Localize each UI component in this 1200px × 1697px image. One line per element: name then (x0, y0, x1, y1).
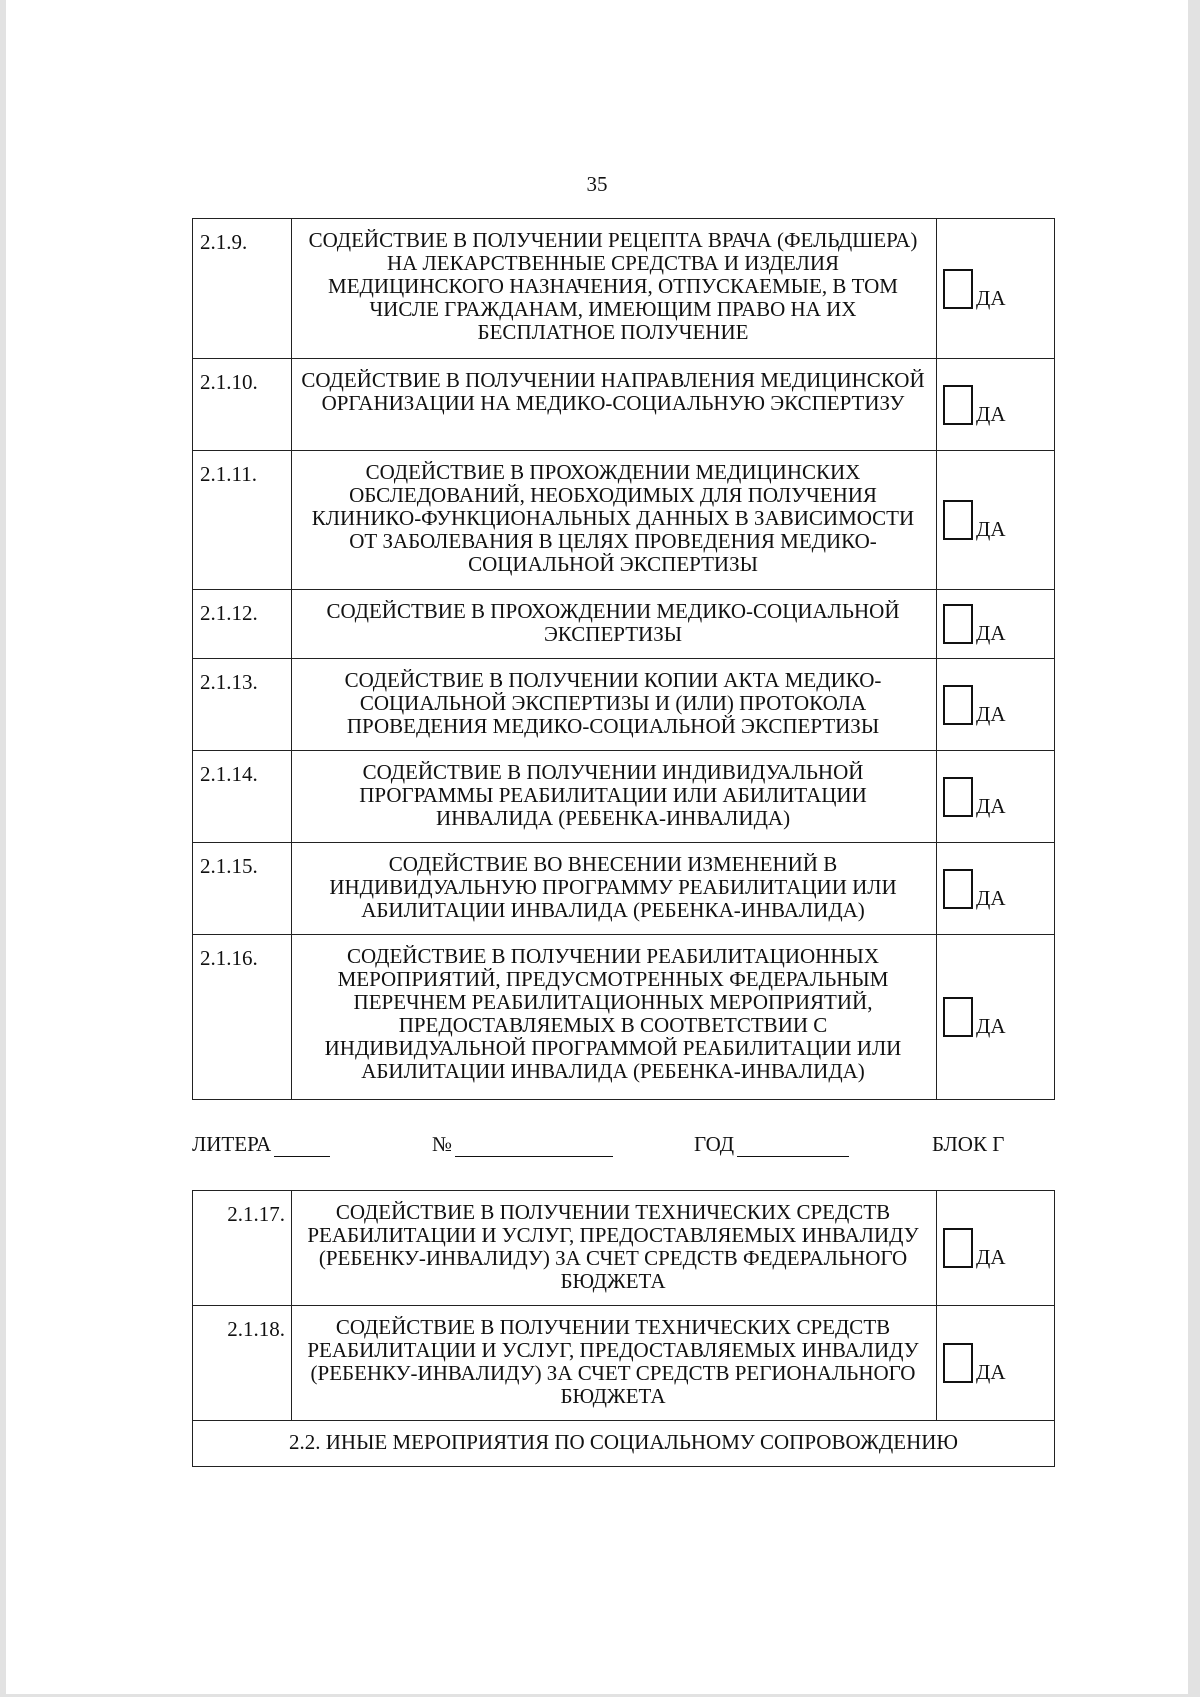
document-page: 35 2.1.9.СОДЕЙСТВИЕ В ПОЛУЧЕНИИ РЕЦЕПТА … (6, 0, 1188, 1694)
row-answer: ДА (936, 1305, 1055, 1421)
row-description: СОДЕЙСТВИЕ ВО ВНЕСЕНИИ ИЗМЕНЕНИЙ В ИНДИВ… (291, 842, 937, 935)
yes-label: ДА (976, 885, 1006, 910)
litera-label: ЛИТЕРА (192, 1132, 272, 1156)
row-answer: ДА (936, 218, 1055, 359)
row-number: 2.1.9. (192, 218, 292, 359)
row-description: СОДЕЙСТВИЕ В ПОЛУЧЕНИИ РЕЦЕПТА ВРАЧА (ФЕ… (291, 218, 937, 359)
yes-label: ДА (976, 1014, 1006, 1038)
page-number: 35 (586, 172, 608, 196)
yes-label: ДА (976, 401, 1006, 426)
yes-option[interactable]: ДА (943, 1343, 1054, 1383)
row-description: СОДЕЙСТВИЕ В ПОЛУЧЕНИИ КОПИИ АКТА МЕДИКО… (291, 658, 937, 751)
yes-option[interactable]: ДА (943, 1228, 1054, 1268)
table-row: 2.1.16.СОДЕЙСТВИЕ В ПОЛУЧЕНИИ РЕАБИЛИТАЦ… (192, 934, 1055, 1100)
table-row: 2.1.17.СОДЕЙСТВИЕ В ПОЛУЧЕНИИ ТЕХНИЧЕСКИ… (192, 1190, 1055, 1306)
number-field: № (432, 1132, 614, 1157)
row-number: 2.1.16. (192, 934, 292, 1100)
section-row: 2.2. ИНЫЕ МЕРОПРИЯТИЯ ПО СОЦИАЛЬНОМУ СОП… (192, 1420, 1055, 1467)
row-number: 2.1.17. (192, 1190, 292, 1306)
row-answer: ДА (936, 750, 1055, 843)
yes-option[interactable]: ДА (943, 997, 1054, 1037)
yes-checkbox[interactable] (943, 776, 973, 817)
yes-option[interactable]: ДА (943, 684, 1054, 726)
number-label: № (432, 1132, 453, 1156)
yes-option[interactable]: ДА (943, 500, 1054, 540)
yes-option[interactable]: ДА (943, 268, 1054, 310)
row-number: 2.1.11. (192, 450, 292, 590)
services-table-2-body: 2.1.17.СОДЕЙСТВИЕ В ПОЛУЧЕНИИ ТЕХНИЧЕСКИ… (192, 1190, 1055, 1421)
row-description: СОДЕЙСТВИЕ В ПРОХОЖДЕНИИ МЕДИЦИНСКИХ ОБС… (291, 450, 937, 590)
yes-checkbox[interactable] (943, 604, 973, 644)
yes-checkbox[interactable] (943, 997, 973, 1037)
table-row: 2.1.12.СОДЕЙСТВИЕ В ПРОХОЖДЕНИИ МЕДИКО-С… (192, 589, 1055, 659)
yes-checkbox[interactable] (943, 500, 973, 540)
section-heading: 2.2. ИНЫЕ МЕРОПРИЯТИЯ ПО СОЦИАЛЬНОМУ СОП… (192, 1420, 1055, 1467)
yes-label: ДА (976, 1245, 1006, 1269)
block-field: БЛОК Г (932, 1132, 1004, 1157)
number-input[interactable] (455, 1134, 614, 1157)
litera-input[interactable] (274, 1134, 331, 1157)
table-row: 2.1.11.СОДЕЙСТВИЕ В ПРОХОЖДЕНИИ МЕДИЦИНС… (192, 450, 1055, 590)
yes-label: ДА (976, 517, 1006, 541)
table-row: 2.1.13.СОДЕЙСТВИЕ В ПОЛУЧЕНИИ КОПИИ АКТА… (192, 658, 1055, 751)
row-answer: ДА (936, 934, 1055, 1100)
yes-checkbox[interactable] (943, 868, 973, 909)
row-answer: ДА (936, 842, 1055, 935)
row-number: 2.1.13. (192, 658, 292, 751)
row-answer: ДА (936, 358, 1055, 451)
services-table-2: 2.1.17.СОДЕЙСТВИЕ В ПОЛУЧЕНИИ ТЕХНИЧЕСКИ… (192, 1190, 1055, 1467)
table-row: 2.1.15.СОДЕЙСТВИЕ ВО ВНЕСЕНИИ ИЗМЕНЕНИЙ … (192, 842, 1055, 935)
table-row: 2.1.18.СОДЕЙСТВИЕ В ПОЛУЧЕНИИ ТЕХНИЧЕСКИ… (192, 1305, 1055, 1421)
table-row: 2.1.9.СОДЕЙСТВИЕ В ПОЛУЧЕНИИ РЕЦЕПТА ВРА… (192, 218, 1055, 359)
row-number: 2.1.15. (192, 842, 292, 935)
row-answer: ДА (936, 589, 1055, 659)
services-table-body: 2.1.9.СОДЕЙСТВИЕ В ПОЛУЧЕНИИ РЕЦЕПТА ВРА… (192, 218, 1055, 1100)
yes-checkbox[interactable] (943, 684, 973, 725)
block-header: ЛИТЕРА № ГОД БЛОК Г (192, 1132, 1022, 1162)
yes-label: ДА (976, 621, 1006, 645)
row-answer: ДА (936, 1190, 1055, 1306)
block-label: БЛОК Г (932, 1132, 1005, 1156)
yes-checkbox[interactable] (943, 384, 973, 425)
row-answer: ДА (936, 450, 1055, 590)
yes-label: ДА (976, 793, 1006, 818)
row-description: СОДЕЙСТВИЕ В ПОЛУЧЕНИИ ТЕХНИЧЕСКИХ СРЕДС… (291, 1305, 937, 1421)
row-answer: ДА (936, 658, 1055, 751)
yes-label: ДА (976, 1360, 1006, 1384)
yes-label: ДА (976, 285, 1006, 310)
yes-checkbox[interactable] (943, 268, 973, 309)
year-label: ГОД (694, 1132, 735, 1156)
row-number: 2.1.10. (192, 358, 292, 451)
year-field: ГОД (694, 1132, 850, 1157)
yes-option[interactable]: ДА (943, 384, 1054, 426)
row-number: 2.1.12. (192, 589, 292, 659)
yes-option[interactable]: ДА (943, 776, 1054, 818)
litera-field: ЛИТЕРА (192, 1132, 331, 1157)
yes-option[interactable]: ДА (943, 868, 1054, 910)
row-description: СОДЕЙСТВИЕ В ПРОХОЖДЕНИИ МЕДИКО-СОЦИАЛЬН… (291, 589, 937, 659)
yes-checkbox[interactable] (943, 1343, 973, 1383)
row-description: СОДЕЙСТВИЕ В ПОЛУЧЕНИИ НАПРАВЛЕНИЯ МЕДИЦ… (291, 358, 937, 451)
table-row: 2.1.10.СОДЕЙСТВИЕ В ПОЛУЧЕНИИ НАПРАВЛЕНИ… (192, 358, 1055, 451)
table-row: 2.1.14.СОДЕЙСТВИЕ В ПОЛУЧЕНИИ ИНДИВИДУАЛ… (192, 750, 1055, 843)
year-input[interactable] (737, 1134, 850, 1157)
yes-label: ДА (976, 701, 1006, 726)
services-table: 2.1.9.СОДЕЙСТВИЕ В ПОЛУЧЕНИИ РЕЦЕПТА ВРА… (192, 218, 1055, 1100)
row-description: СОДЕЙСТВИЕ В ПОЛУЧЕНИИ РЕАБИЛИТАЦИОННЫХ … (291, 934, 937, 1100)
row-number: 2.1.14. (192, 750, 292, 843)
row-description: СОДЕЙСТВИЕ В ПОЛУЧЕНИИ ИНДИВИДУАЛЬНОЙ ПР… (291, 750, 937, 843)
row-description: СОДЕЙСТВИЕ В ПОЛУЧЕНИИ ТЕХНИЧЕСКИХ СРЕДС… (291, 1190, 937, 1306)
row-number: 2.1.18. (192, 1305, 292, 1421)
yes-checkbox[interactable] (943, 1228, 973, 1268)
yes-option[interactable]: ДА (943, 604, 1054, 644)
